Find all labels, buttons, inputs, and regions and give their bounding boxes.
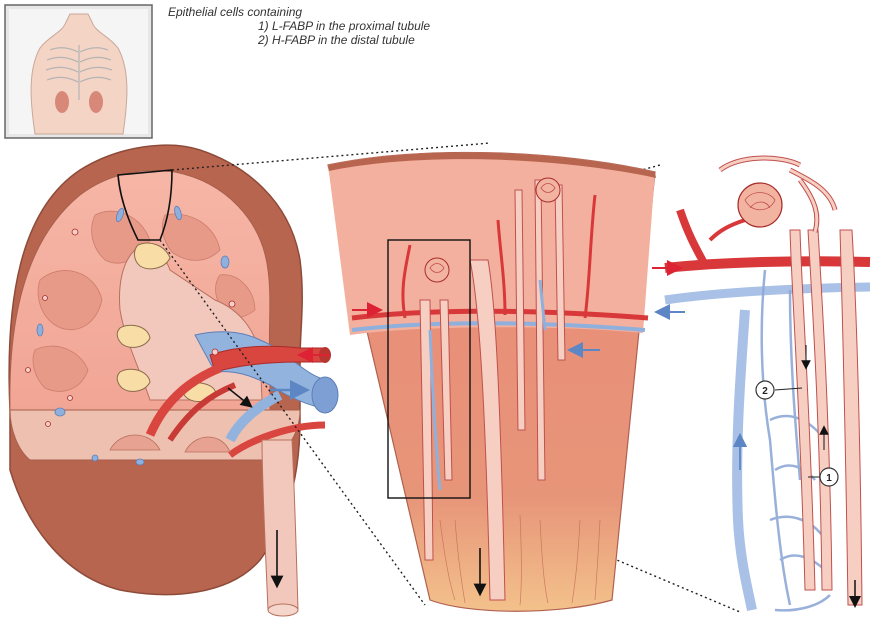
- nephron-detail: 2 1: [652, 158, 870, 610]
- glomerulus: [738, 183, 782, 227]
- renal-lobe-detail: [328, 152, 656, 611]
- callout-distal-tubule: 2: [756, 381, 802, 399]
- kidney-cross-section: [9, 145, 338, 616]
- left-kidney-icon: [55, 91, 69, 113]
- callout-label-2: 2: [762, 386, 768, 397]
- right-kidney-icon: [89, 91, 103, 113]
- callout-proximal-tubule: 1: [808, 468, 838, 486]
- body-thumbnail: [5, 5, 152, 138]
- ureter: [262, 440, 298, 610]
- callout-label-1: 1: [826, 473, 832, 484]
